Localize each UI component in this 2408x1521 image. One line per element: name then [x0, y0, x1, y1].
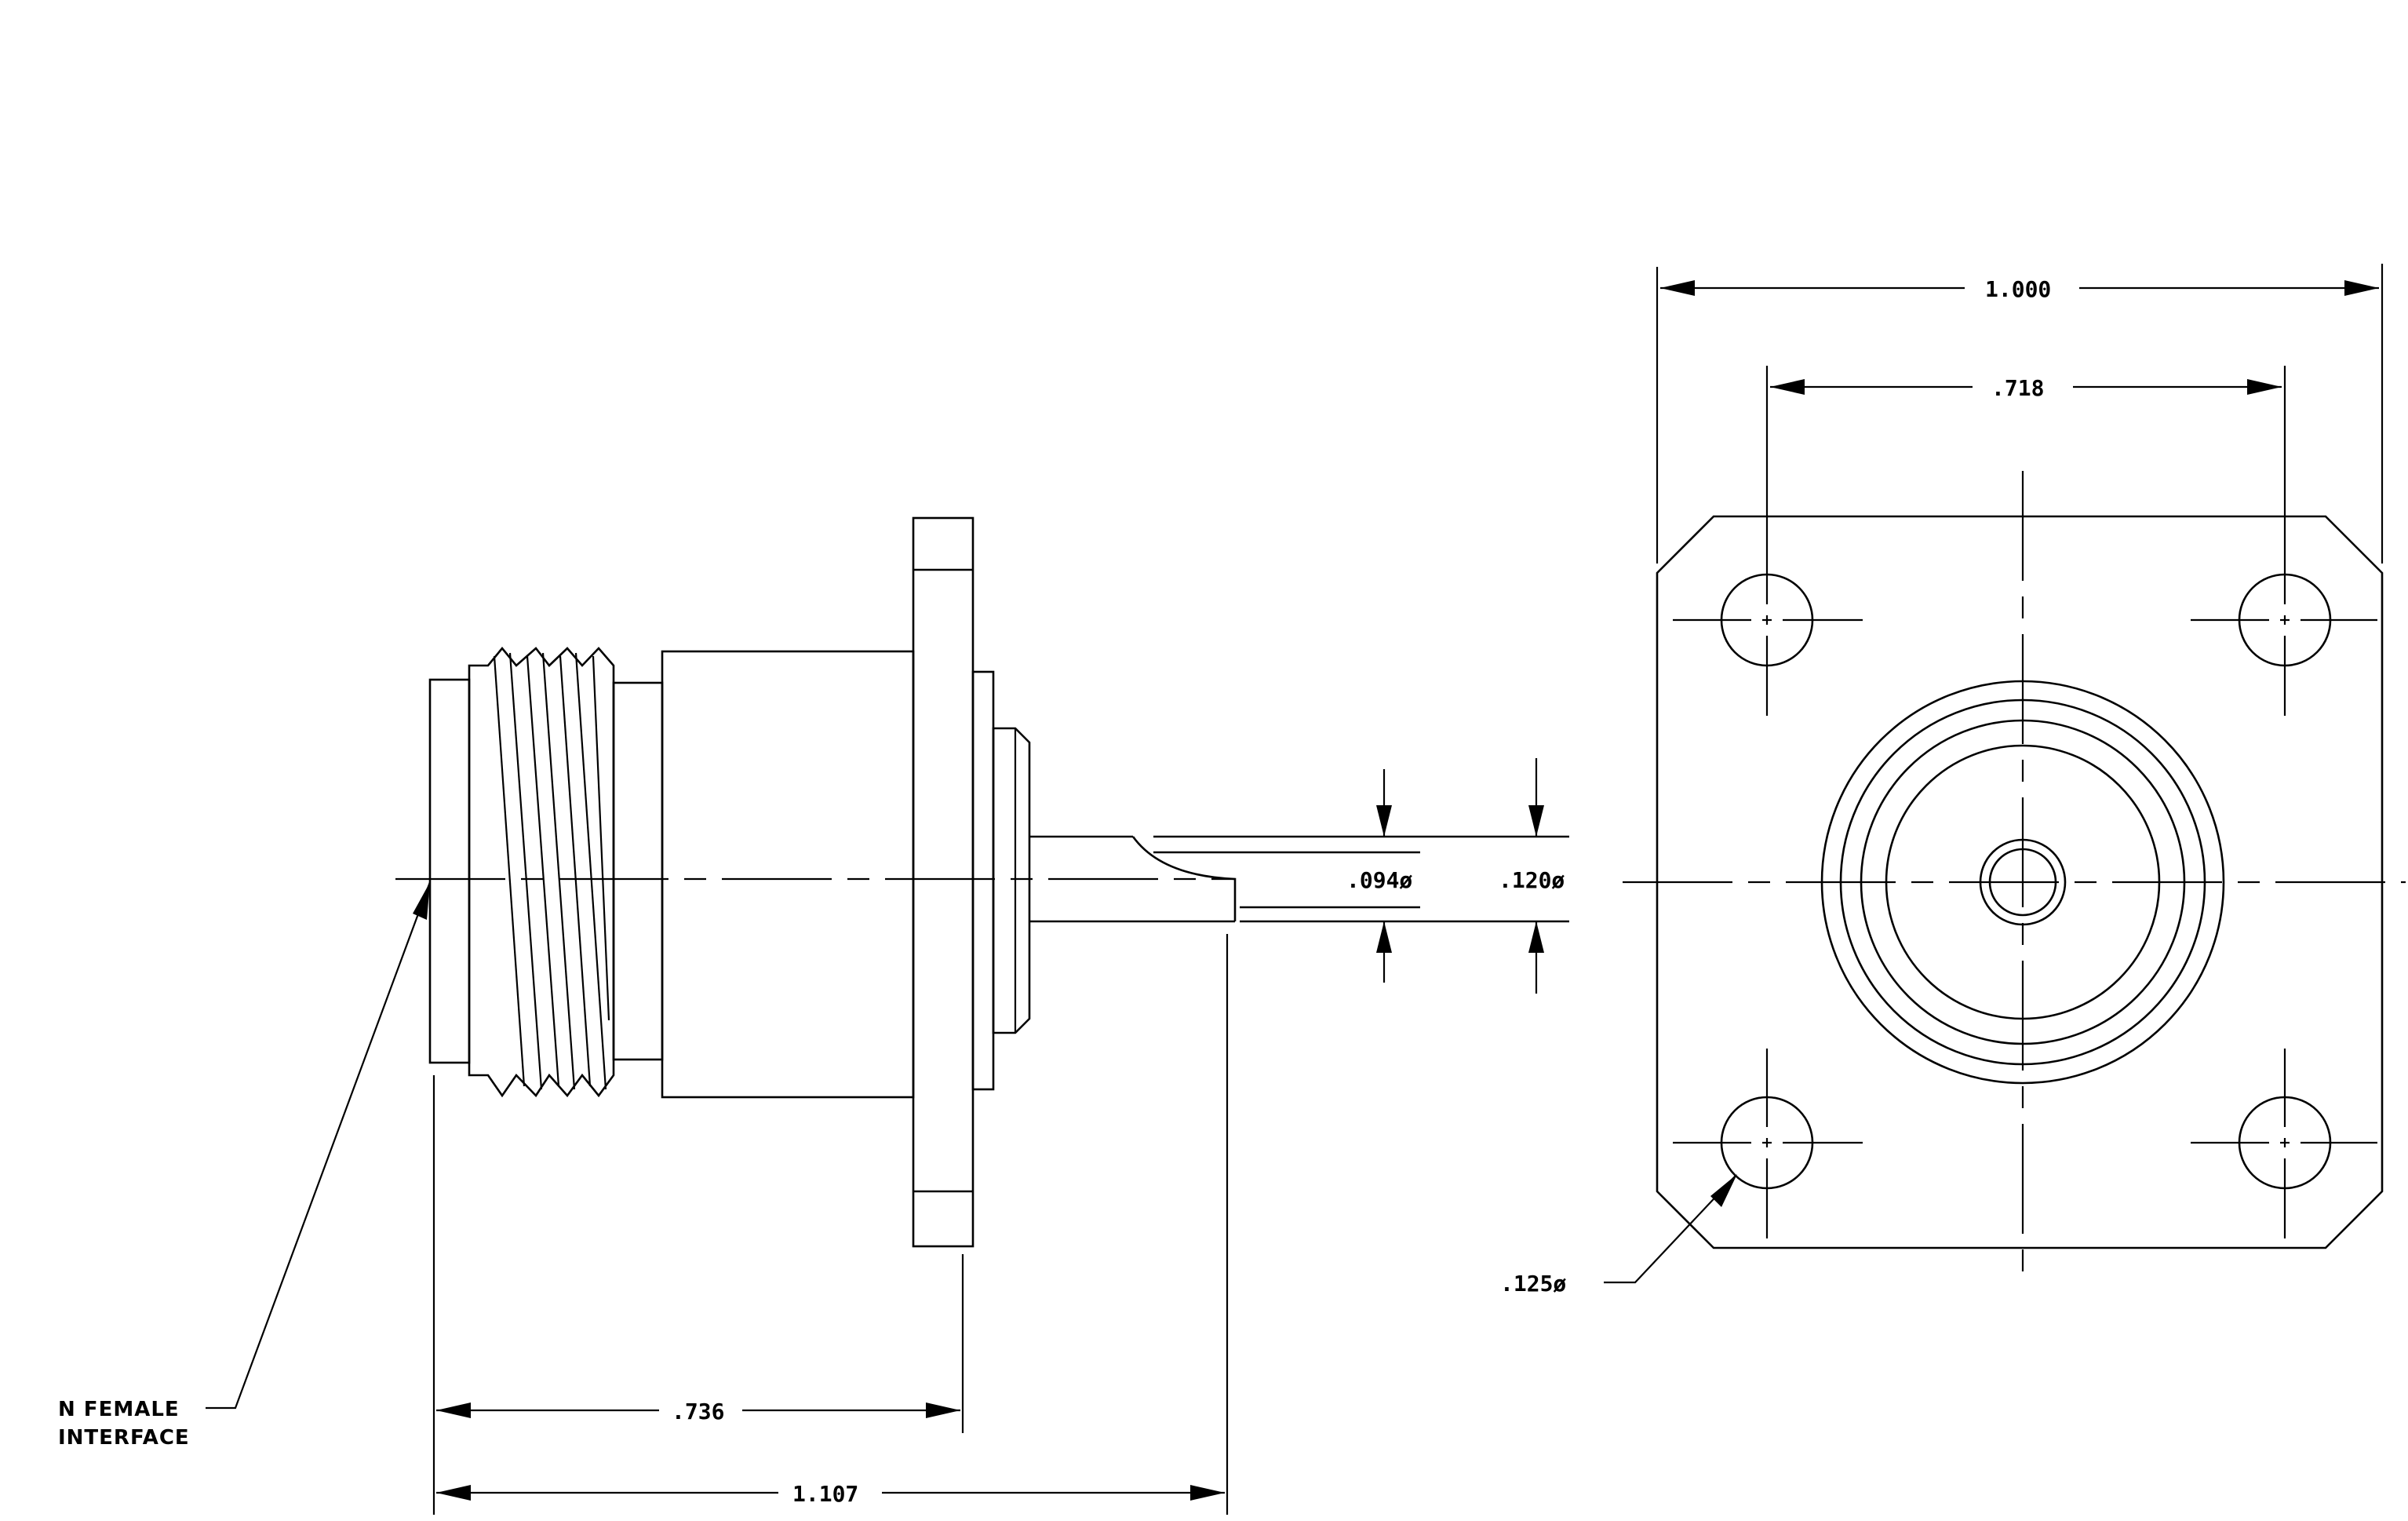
thread-line: [526, 655, 560, 1087]
arrowhead: [1660, 280, 1695, 296]
arrowhead: [1528, 921, 1544, 953]
arrowhead: [2344, 280, 2379, 296]
hole-diameter-label: .125ø: [1500, 1271, 1566, 1297]
interface-label-line2: INTERFACE: [58, 1426, 190, 1450]
arrowhead: [1376, 921, 1392, 953]
rear-nut: [992, 727, 1031, 1034]
neck: [612, 681, 664, 1061]
thread-line: [559, 655, 592, 1087]
hole-spacing-label: .718: [1991, 375, 2044, 401]
arrowhead: [2247, 379, 2282, 395]
arrowhead: [1376, 805, 1392, 837]
dim-overall-length: 1.107: [436, 1481, 1225, 1507]
arrowhead: [1710, 1174, 1737, 1207]
thread-body: [468, 646, 615, 1098]
body: [661, 650, 915, 1099]
dim-pin-diameter: .094ø: [1346, 769, 1412, 983]
flange-outline: [1656, 515, 2384, 1249]
pin-diameter-label: .094ø: [1346, 867, 1412, 893]
interface-label-line1: N FEMALE: [58, 1398, 180, 1421]
flange-width-label: 1.000: [1985, 276, 2051, 302]
hole-centerlines: [1673, 518, 2377, 1238]
front-face: [428, 678, 471, 1064]
leader-line: [1604, 1175, 1736, 1284]
thread-line: [493, 655, 526, 1087]
leader-line: [206, 881, 432, 1410]
insulator-diameter-label: .120ø: [1499, 867, 1565, 893]
thread-line: [574, 652, 607, 1090]
overall-length-label: 1.107: [792, 1481, 858, 1507]
rear-washer: [971, 670, 995, 1091]
arrowhead: [436, 1402, 471, 1418]
arrowhead: [1770, 379, 1805, 395]
hole-callout: .125ø: [1500, 1174, 1737, 1297]
body-length-label: .736: [672, 1399, 724, 1424]
thread-line: [541, 652, 576, 1090]
flange: [912, 516, 974, 1248]
arrowhead: [1528, 805, 1544, 837]
arrowhead: [926, 1402, 960, 1418]
arrowhead: [1190, 1485, 1225, 1501]
dim-insulator-diameter: .120ø: [1499, 758, 1565, 994]
thread-line: [508, 652, 543, 1090]
dim-hole-spacing: .718: [1765, 366, 2286, 518]
thread-line: [592, 655, 610, 1021]
interface-callout: N FEMALE INTERFACE: [58, 881, 432, 1450]
side-view: [395, 516, 1569, 1248]
arrowhead: [436, 1485, 471, 1501]
front-view: [1623, 471, 2406, 1287]
arrowhead: [413, 882, 430, 920]
dim-body-length: .736: [436, 1399, 960, 1424]
dim-flange-width: 1.000: [1656, 264, 2384, 564]
